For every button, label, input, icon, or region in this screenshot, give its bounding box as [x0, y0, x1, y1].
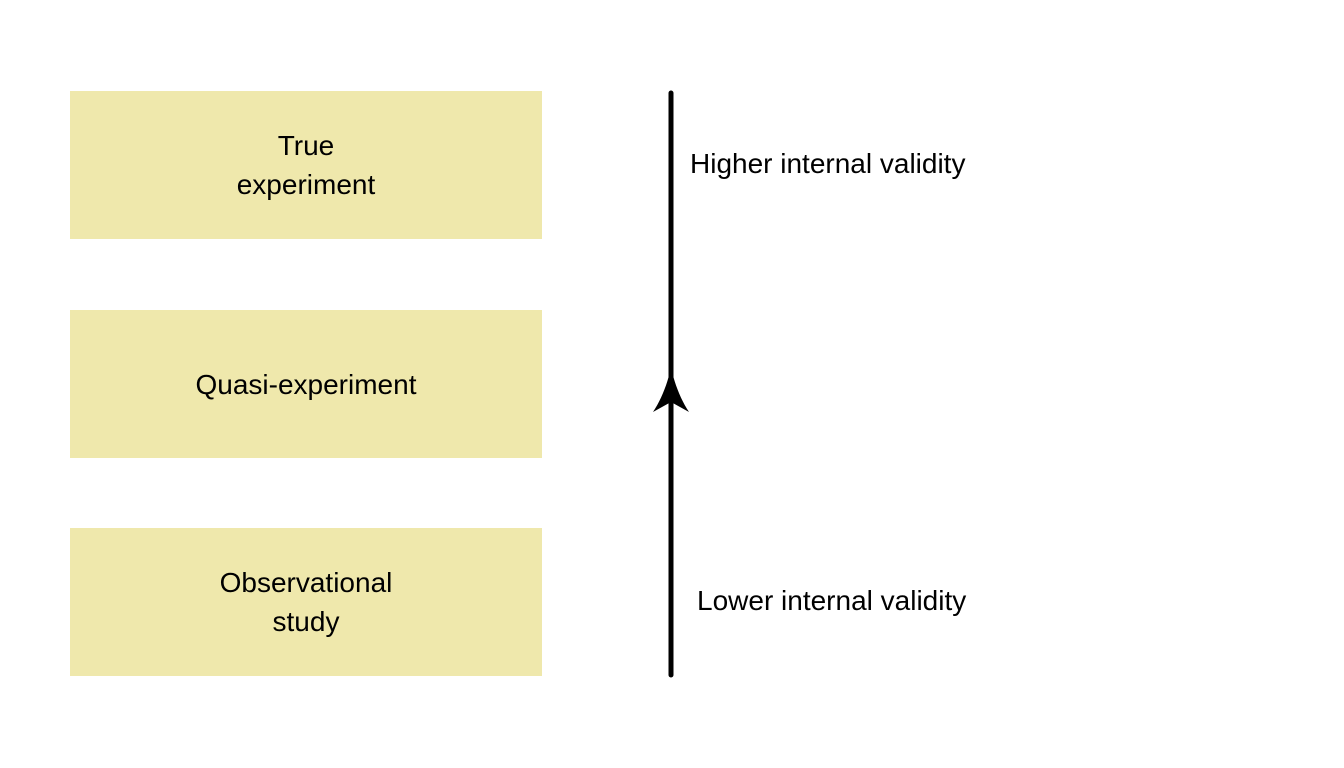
lower-validity-label: Lower internal validity: [697, 585, 967, 616]
box-true-experiment-label: True experiment: [236, 130, 376, 200]
box-true-experiment: True experiment: [70, 91, 542, 239]
box-quasi-experiment: Quasi-experiment: [70, 310, 542, 458]
box-quasi-experiment-label: Quasi-experiment: [195, 368, 417, 400]
box-observational-study: Observational study: [70, 528, 542, 676]
higher-validity-label: Higher internal validity: [690, 148, 966, 179]
validity-arrow-head: [653, 368, 689, 412]
box-observational-study-label: Observational study: [219, 567, 393, 637]
